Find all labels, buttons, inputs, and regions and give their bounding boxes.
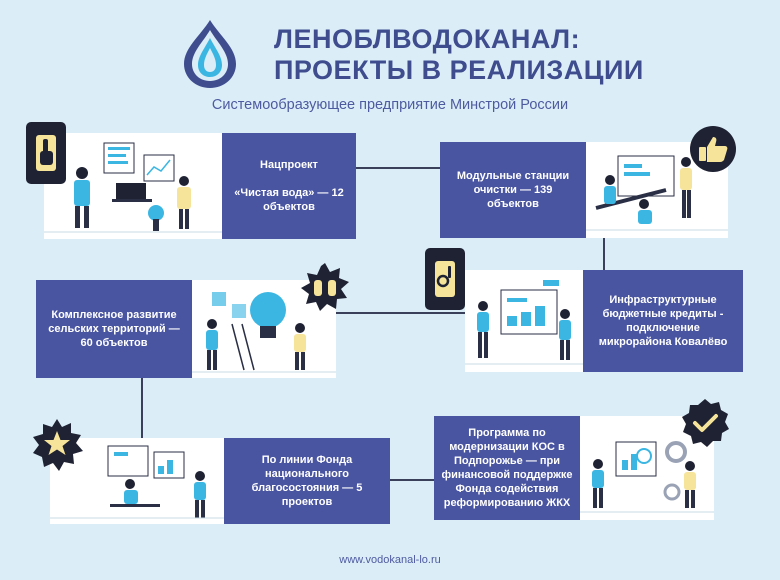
project-text: Модульные станции очистки — 139 объектов (456, 170, 570, 210)
illustration-card (50, 438, 224, 524)
connector-line (390, 479, 434, 481)
title-line-1: ЛЕНОБЛВОДОКАНАЛ: (274, 24, 581, 54)
badge-thumbs-up (690, 126, 736, 172)
check-badge-icon (682, 399, 729, 447)
title-line-2: ПРОЕКТЫ В РЕАЛИЗАЦИИ (274, 55, 644, 85)
illustration-card (44, 133, 222, 239)
project-text: Программа по модернизации КОС в Подпорож… (441, 427, 573, 509)
project-card-infrastructure-credits: Инфраструктурные бюджетные кредиты - под… (583, 270, 743, 372)
project-text: Нацпроект «Чистая вода» — 12 объектов (234, 159, 344, 213)
badge-star (30, 418, 84, 472)
badge-raised-hands (300, 262, 350, 312)
thumbs-up-icon (699, 137, 728, 162)
project-text: По линии Фонда национального благосостоя… (251, 454, 363, 508)
illustration-card (580, 416, 714, 520)
project-card-rural-development: Комплексное развитие сельских территорий… (36, 280, 192, 378)
raised-hands-icon (301, 263, 349, 311)
project-text: Инфраструктурные бюджетные кредиты - под… (598, 294, 728, 348)
badge-check (680, 398, 730, 448)
pointing-hand-icon (36, 135, 56, 171)
badge-ok-hand (425, 248, 465, 310)
badge-pointing-hand (26, 122, 66, 184)
connector-line (603, 237, 605, 270)
project-card-kos-modernization: Программа по модернизации КОС в Подпорож… (434, 416, 580, 520)
project-card-national-welfare-fund: По линии Фонда национального благосостоя… (224, 438, 390, 524)
project-card-modular-stations: Модульные станции очистки — 139 объектов (440, 142, 586, 238)
page-subtitle: Системообразующее предприятие Минстрой Р… (211, 97, 569, 113)
connector-line (141, 378, 143, 438)
connector-line (356, 167, 440, 169)
star-icon (33, 419, 83, 471)
project-text: Комплексное развитие сельских территорий… (48, 309, 180, 349)
illustration-card (465, 270, 583, 372)
connector-line (335, 312, 465, 314)
project-card-clean-water: Нацпроект «Чистая вода» — 12 объектов (222, 133, 356, 239)
water-drop-logo (178, 18, 242, 90)
ok-hand-icon (435, 261, 455, 297)
page-title: ЛЕНОБЛВОДОКАНАЛ: ПРОЕКТЫ В РЕАЛИЗАЦИИ (274, 24, 694, 86)
footer-website-link[interactable]: www.vodokanal-lo.ru (339, 554, 441, 566)
